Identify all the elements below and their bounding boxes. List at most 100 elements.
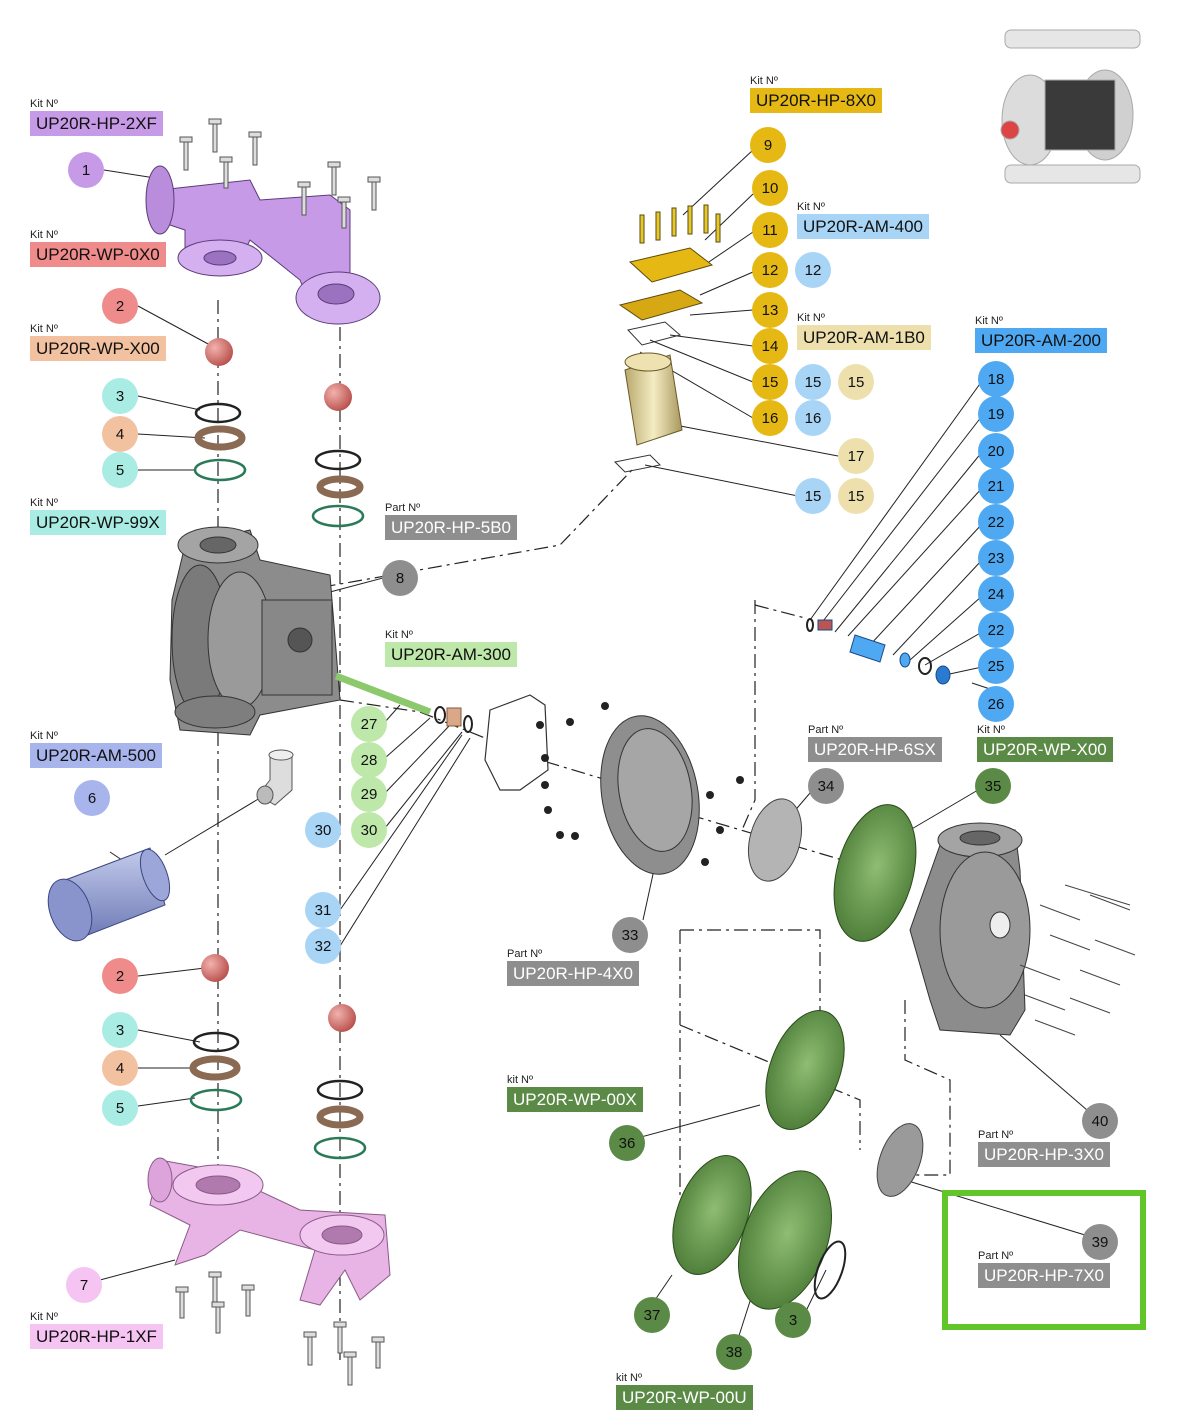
part-code: UP20R-HP-7X0	[978, 1263, 1110, 1288]
callout-16: 16	[795, 400, 831, 436]
shaft	[334, 672, 473, 733]
callout-21: 21	[978, 468, 1014, 504]
pilot-valve	[624, 352, 683, 446]
housing-bolts	[1019, 884, 1136, 1036]
check-ball	[328, 1004, 356, 1032]
callout-20: 20	[978, 433, 1014, 469]
bottom-manifold	[147, 1157, 391, 1306]
callout-37: 37	[634, 1297, 670, 1333]
callout-33: 33	[612, 917, 648, 953]
callout-6: 6	[74, 780, 110, 816]
callout-1: 1	[68, 152, 104, 188]
callout-39: 39	[1082, 1224, 1118, 1260]
callout-15: 15	[838, 478, 874, 514]
kit-code: UP20R-AM-400	[797, 214, 929, 239]
part-code: UP20R-HP-4X0	[507, 961, 639, 986]
part-code: UP20R-HP-3X0	[978, 1142, 1110, 1167]
callout-22: 22	[978, 504, 1014, 540]
callout-5: 5	[102, 1090, 138, 1126]
diaphragm-plate	[876, 1123, 924, 1197]
part-code: UP20R-HP-5B0	[385, 515, 517, 540]
callout-27: 27	[351, 706, 387, 742]
callout-3: 3	[775, 1302, 811, 1338]
callout-36: 36	[609, 1125, 645, 1161]
part-code: UP20R-HP-6SX	[808, 737, 942, 762]
check-ball	[201, 954, 229, 982]
diaphragm	[765, 1010, 845, 1130]
callout-31: 31	[305, 892, 341, 928]
check-ball	[205, 338, 233, 366]
callout-18: 18	[978, 361, 1014, 397]
callout-28: 28	[351, 742, 387, 778]
callout-12: 12	[752, 252, 788, 288]
kit-code: UP20R-HP-2XF	[30, 111, 163, 136]
left-pump-housing	[169, 526, 341, 736]
kit-code: UP20R-AM-200	[975, 328, 1107, 353]
callout-8: 8	[382, 560, 418, 596]
top-manifold	[145, 165, 381, 325]
kit-code: UP20R-AM-500	[30, 743, 162, 768]
check-ball	[324, 383, 352, 411]
callout-25: 25	[978, 648, 1014, 684]
callout-15: 15	[795, 478, 831, 514]
callout-38: 38	[716, 1334, 752, 1370]
callout-30: 30	[351, 812, 387, 848]
kit-code: UP20R-WP-0X0	[30, 242, 166, 267]
elbow-fitting	[256, 749, 294, 806]
callout-35: 35	[975, 768, 1011, 804]
callout-19: 19	[978, 396, 1014, 432]
air-chamber-cover	[600, 715, 700, 875]
pilot-screws	[639, 204, 721, 244]
callout-32: 32	[305, 928, 341, 964]
air-gasket	[484, 694, 549, 791]
kit-code: UP20R-WP-X00	[977, 737, 1113, 762]
callout-30: 30	[305, 812, 341, 848]
callout-2: 2	[102, 288, 138, 324]
washers	[536, 702, 744, 866]
callout-2: 2	[102, 958, 138, 994]
right-pump-housing	[909, 822, 1031, 1036]
callout-4: 4	[102, 416, 138, 452]
manifold-bolts-top	[179, 118, 381, 229]
callout-11: 11	[752, 212, 788, 248]
callout-16: 16	[752, 400, 788, 436]
callout-15: 15	[838, 364, 874, 400]
pilot-plates	[613, 247, 714, 473]
muffler	[47, 847, 171, 942]
o-ring	[813, 1240, 847, 1300]
kit-code: UP20R-HP-1XF	[30, 1324, 163, 1349]
callout-13: 13	[752, 292, 788, 328]
callout-14: 14	[752, 328, 788, 364]
callout-12: 12	[795, 252, 831, 288]
kit-code: UP20R-WP-X00	[30, 336, 166, 361]
kit-code: UP20R-WP-00U	[616, 1385, 753, 1410]
spool-assembly	[806, 618, 951, 685]
callout-5: 5	[102, 452, 138, 488]
callout-29: 29	[351, 776, 387, 812]
callout-3: 3	[102, 378, 138, 414]
highlight-box	[942, 1190, 1146, 1330]
callout-10: 10	[752, 170, 788, 206]
callout-34: 34	[808, 768, 844, 804]
callout-9: 9	[750, 127, 786, 163]
callout-4: 4	[102, 1050, 138, 1086]
callout-17: 17	[838, 438, 874, 474]
callout-24: 24	[978, 576, 1014, 612]
